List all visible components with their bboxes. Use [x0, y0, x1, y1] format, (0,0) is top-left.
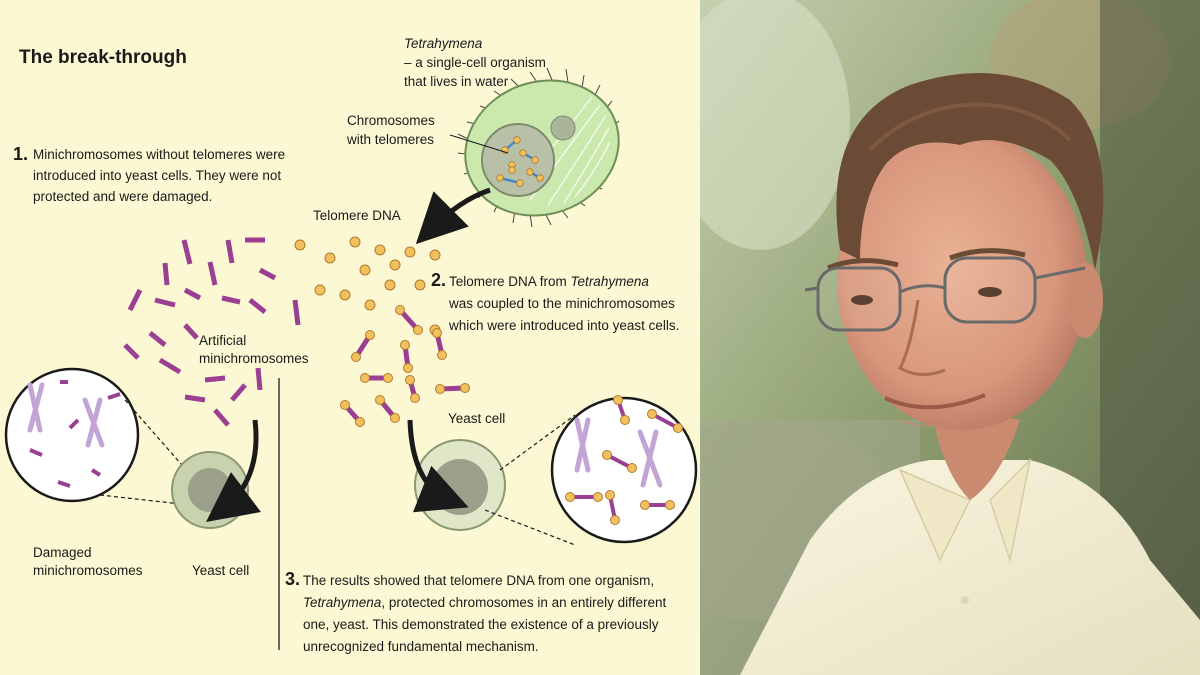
step1-line1: Minichromosomes without telomeres were [33, 147, 286, 162]
artificial-label-1: Artificial [199, 333, 247, 348]
step3-number: 3. [285, 569, 301, 589]
organism-description-1: – a single-cell organism [404, 55, 546, 70]
step2-line2: was coupled to the minichromosomes [449, 296, 675, 311]
telomere-dna-dots [294, 236, 441, 336]
diagram-title: The break-through [19, 47, 187, 68]
yeast-cell-left [171, 451, 249, 529]
telomere-diagram: The break-through Tetrahymena – a single… [0, 0, 700, 675]
mouth [884, 393, 986, 410]
step1-number: 1. [13, 144, 29, 164]
step2-number: 2. [431, 270, 447, 290]
portrait-illustration [700, 0, 1200, 675]
arrow-into-left-yeast [206, 419, 262, 523]
chromosomes-label-1: Chromosomes [347, 113, 435, 128]
yeast-cell-right-label: Yeast cell [448, 411, 506, 426]
chromosomes-label-2: with telomeres [347, 132, 435, 147]
step3-line4: unrecognized fundamental mechanism. [303, 639, 539, 654]
artificial-label-2: minichromosomes [199, 351, 309, 366]
damaged-label-2: minichromosomes [33, 563, 143, 578]
capped-minichromosomes [340, 305, 470, 427]
face [837, 130, 1087, 430]
telomere-dna-label: Telomere DNA [313, 208, 401, 223]
damaged-label-1: Damaged [33, 545, 92, 560]
damaged-cell-magnifier [4, 367, 196, 506]
step3-line3: one, yeast. This demonstrated the existe… [303, 617, 659, 632]
organism-description-2: that lives in water [404, 74, 509, 89]
arrow-to-telomere-dna [415, 187, 491, 245]
step1-line3: protected and were damaged. [33, 189, 213, 204]
portrait-photo [700, 0, 1200, 675]
chromosomes-leader-line [449, 134, 509, 154]
organism-name: Tetrahymena [404, 36, 483, 51]
diagram-graphics [4, 67, 698, 650]
arrow-into-right-yeast [407, 419, 469, 513]
step2-line1: Telomere DNA from Tetrahymena [449, 274, 649, 289]
artificial-minichromosomes [123, 237, 301, 427]
shirt [740, 460, 1200, 675]
tetrahymena-cell [449, 67, 620, 228]
step2-line3: which were introduced into yeast cells. [449, 318, 680, 333]
step1-line2: introduced into yeast cells. They were n… [33, 168, 282, 183]
yeast-cell-left-label: Yeast cell [192, 563, 250, 578]
protected-cell-magnifier [484, 395, 698, 546]
step3-line1: The results showed that telomere DNA fro… [303, 573, 655, 588]
step3-line2: Tetrahymena, protected chromosomes in an… [303, 595, 667, 610]
